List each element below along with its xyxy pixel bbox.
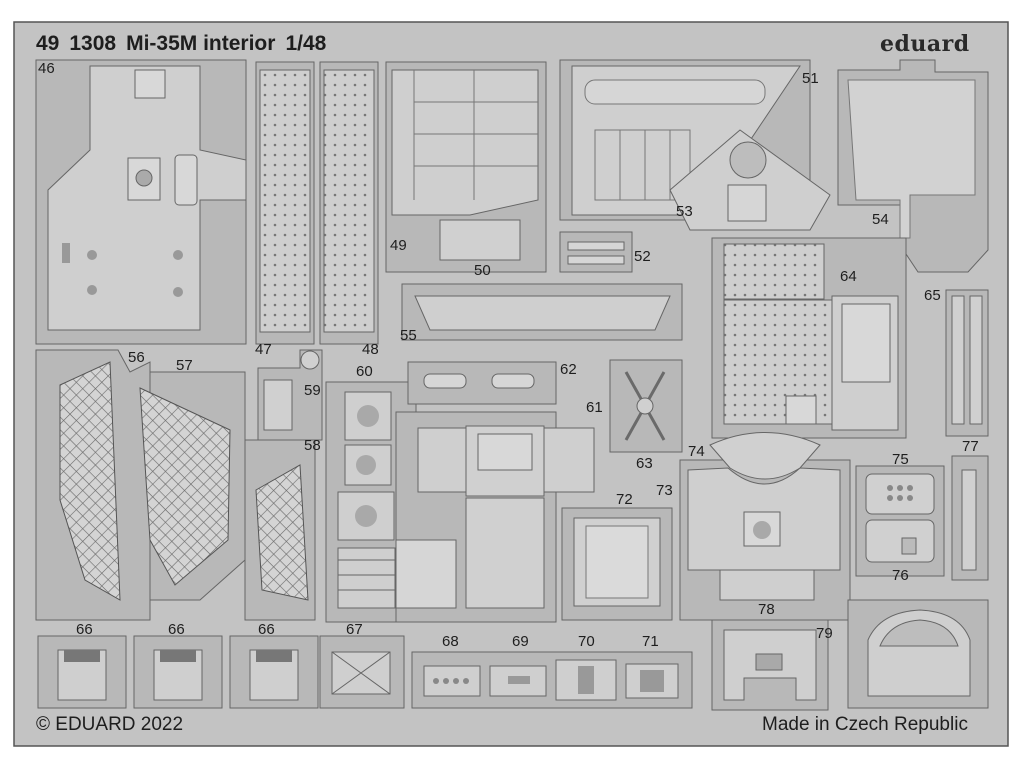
brand-logo: eduard — [880, 31, 970, 57]
part-number-75: 75 — [892, 451, 909, 468]
part-number-47: 47 — [255, 341, 272, 358]
part-number-61: 61 — [586, 399, 603, 416]
part-63 — [609, 359, 683, 453]
part-79 — [847, 599, 989, 709]
part-number-59: 59 — [304, 382, 321, 399]
part-number-63: 63 — [636, 455, 653, 472]
part-49 — [385, 61, 547, 273]
part-56 — [35, 349, 151, 621]
part-76 — [865, 519, 935, 563]
part-number-69: 69 — [512, 633, 529, 650]
part-number-49: 49 — [390, 237, 407, 254]
part-57 — [139, 371, 246, 601]
part-66a — [37, 635, 127, 709]
part-number-78: 78 — [758, 601, 775, 618]
part-number-57: 57 — [176, 357, 193, 374]
part-number-64: 64 — [840, 268, 857, 285]
part-55 — [401, 283, 683, 341]
part-number-74: 74 — [688, 443, 705, 460]
part-number-67: 67 — [346, 621, 363, 638]
part-70 — [555, 659, 617, 701]
part-number-66-c: 66 — [258, 621, 275, 638]
part-number-72: 72 — [616, 491, 633, 508]
product-name: Mi-35M interior — [126, 32, 276, 55]
part-53 — [669, 129, 831, 231]
part-number-66-b: 66 — [168, 621, 185, 638]
part-number-77: 77 — [962, 438, 979, 455]
part-62 — [407, 361, 557, 405]
part-number-60: 60 — [356, 363, 373, 380]
part-number-70: 70 — [578, 633, 595, 650]
part-number-62: 62 — [560, 361, 577, 378]
part-59 — [257, 349, 323, 441]
part-65 — [945, 289, 989, 437]
part-number-58: 58 — [304, 437, 321, 454]
product-code-number: 1308 — [69, 32, 117, 55]
copyright-text: © EDUARD 2022 — [36, 714, 184, 735]
part-52 — [559, 231, 633, 273]
part-number-52: 52 — [634, 248, 651, 265]
part-number-46: 46 — [38, 60, 55, 77]
part-64 — [711, 237, 907, 439]
part-66c — [229, 635, 319, 709]
part-number-73: 73 — [656, 482, 673, 499]
part-number-53: 53 — [676, 203, 693, 220]
part-number-71: 71 — [642, 633, 659, 650]
product-scale: 1/48 — [285, 32, 327, 55]
part-58 — [244, 439, 316, 621]
part-71 — [625, 663, 679, 699]
part-48 — [319, 61, 379, 345]
part-number-65: 65 — [924, 287, 941, 304]
part-72 — [561, 507, 673, 621]
origin-text: Made in Czech Republic — [762, 714, 968, 735]
part-78 — [711, 619, 829, 711]
part-number-79: 79 — [816, 625, 833, 642]
part-number-51: 51 — [802, 70, 819, 87]
part-number-76: 76 — [892, 567, 909, 584]
part-number-50: 50 — [474, 262, 491, 279]
part-number-68: 68 — [442, 633, 459, 650]
part-number-55: 55 — [400, 327, 417, 344]
part-67 — [319, 635, 405, 709]
fret-title: 49 1308 Mi-35M interior 1/48 — [36, 32, 336, 56]
part-69 — [489, 665, 547, 697]
part-number-54: 54 — [872, 211, 889, 228]
part-61 — [395, 411, 595, 623]
part-77 — [951, 455, 989, 581]
part-46 — [35, 59, 247, 345]
product-code-prefix: 49 — [36, 32, 60, 55]
part-47 — [255, 61, 315, 345]
part-54 — [837, 59, 989, 273]
part-number-48: 48 — [362, 341, 379, 358]
part-73 — [679, 459, 851, 621]
part-74 — [709, 432, 821, 480]
part-66b — [133, 635, 223, 709]
part-number-56: 56 — [128, 349, 145, 366]
part-number-66-a: 66 — [76, 621, 93, 638]
